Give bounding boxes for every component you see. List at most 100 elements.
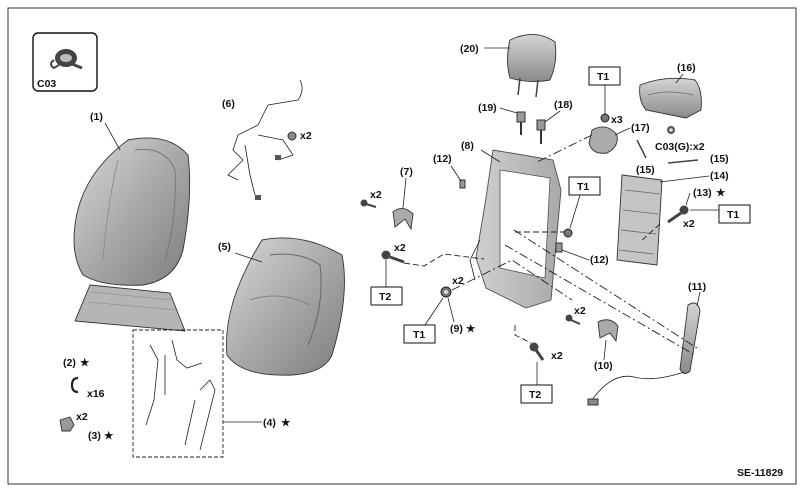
qty-6: x2 — [300, 130, 312, 142]
leader-11 — [696, 291, 701, 307]
label-13: (13) — [693, 187, 712, 199]
wires-box — [132, 329, 224, 458]
qty-t2b: x2 — [551, 350, 563, 362]
bolt-icon — [381, 250, 405, 264]
seat-back-frame — [469, 149, 562, 309]
nut-icon — [563, 228, 573, 238]
leader-13 — [685, 192, 691, 206]
wire-15b — [667, 159, 699, 164]
dashdot-17 — [536, 134, 593, 163]
diagram-border — [7, 7, 797, 485]
dash-t2a — [403, 253, 485, 267]
lumbar-support — [616, 174, 663, 266]
dash-13 — [639, 223, 661, 243]
hog-ring-icon — [70, 376, 79, 394]
label-18: (18) — [554, 99, 573, 111]
label-5: (5) — [218, 241, 231, 253]
label-14: (14) — [710, 170, 729, 182]
c03-legend: C03 — [32, 32, 98, 92]
torque-box-t2b — [520, 384, 553, 404]
seat-back-pad — [73, 137, 191, 332]
label-2: (2) — [63, 357, 76, 369]
bolt-icon — [360, 199, 377, 208]
qty-7: x2 — [370, 189, 382, 201]
label-11: (11) — [688, 281, 706, 293]
bracket-7 — [392, 208, 414, 231]
qty-2: x16 — [87, 388, 105, 400]
leader-12a — [450, 165, 462, 182]
dash-t2b — [514, 325, 532, 344]
leader-5 — [234, 252, 263, 263]
legend-code: C03 — [37, 78, 56, 90]
leader-10 — [603, 339, 607, 361]
leader-8 — [480, 149, 501, 163]
torque-t1a: T1 — [597, 71, 609, 83]
label-12b: (12) — [590, 254, 609, 266]
torque-t1d: T1 — [727, 209, 739, 221]
qty-13: x2 — [683, 218, 695, 230]
torque-box-t1a — [588, 66, 621, 86]
lumbar-cover — [639, 77, 702, 119]
leader-17 — [614, 127, 631, 136]
label-4: (4) — [263, 417, 276, 429]
torque-t1c: T1 — [577, 181, 589, 193]
label-12a: (12) — [433, 153, 452, 165]
torque-t1b: T1 — [413, 329, 425, 341]
star-4: ★ — [281, 417, 291, 429]
recliner-unit — [588, 126, 618, 154]
dashdot-11 — [513, 229, 701, 351]
leader-19 — [499, 107, 518, 114]
torque-box-t1d — [718, 204, 751, 224]
qty-9: x2 — [452, 275, 464, 287]
label-9: (9) — [450, 323, 463, 335]
seat-back-cushion — [226, 237, 345, 376]
clip-icon — [287, 131, 297, 141]
wire-harness — [227, 79, 303, 200]
label-16: (16) — [677, 62, 696, 74]
torque-box-t2a — [370, 286, 403, 306]
label-7: (7) — [400, 166, 413, 178]
leader-1 — [104, 122, 121, 151]
torque-t2a: T2 — [379, 291, 391, 303]
leader-9 — [447, 297, 455, 323]
label-17: (17) — [631, 122, 650, 134]
leader-16 — [675, 73, 684, 84]
bracket-10 — [597, 319, 619, 343]
clip-12b — [555, 242, 563, 253]
qty-10: x2 — [574, 305, 586, 317]
label-1: (1) — [90, 111, 103, 123]
leader-12b — [561, 249, 590, 261]
headrest-guide-18 — [536, 119, 546, 144]
nut-icon — [600, 113, 610, 123]
spring-wires — [145, 339, 216, 451]
dashdot-11b — [504, 244, 696, 356]
diagram-id: SE-11829 — [737, 467, 783, 479]
clip-12a — [459, 179, 466, 189]
clip-icon — [667, 126, 675, 134]
headrest — [507, 34, 557, 98]
headrest-guide-19 — [516, 111, 526, 135]
star-9: ★ — [466, 323, 476, 335]
leader-7 — [402, 177, 407, 209]
qty-17: x3 — [611, 114, 623, 126]
nut-icon — [440, 286, 452, 298]
side-airbag-module — [587, 302, 701, 406]
bolt-icon — [529, 342, 545, 361]
bolt-icon — [667, 205, 689, 224]
leader-14 — [659, 175, 710, 183]
label-19: (19) — [478, 102, 497, 114]
star-2: ★ — [80, 357, 90, 369]
torque-t2b: T2 — [529, 389, 541, 401]
label-15b: (15) — [710, 153, 729, 165]
label-20: (20) — [460, 43, 479, 55]
label-10: (10) — [594, 360, 613, 372]
torque-box-t1c — [568, 176, 601, 196]
label-8: (8) — [461, 140, 474, 152]
leader-t1c — [569, 194, 581, 229]
clip-icon — [59, 416, 75, 432]
qty-t2a: x2 — [394, 242, 406, 254]
torque-box-t1b — [403, 324, 436, 344]
qty-16: C03(G):x2 — [655, 141, 705, 153]
wire-15a — [636, 139, 647, 159]
label-15a: (15) — [636, 164, 655, 176]
